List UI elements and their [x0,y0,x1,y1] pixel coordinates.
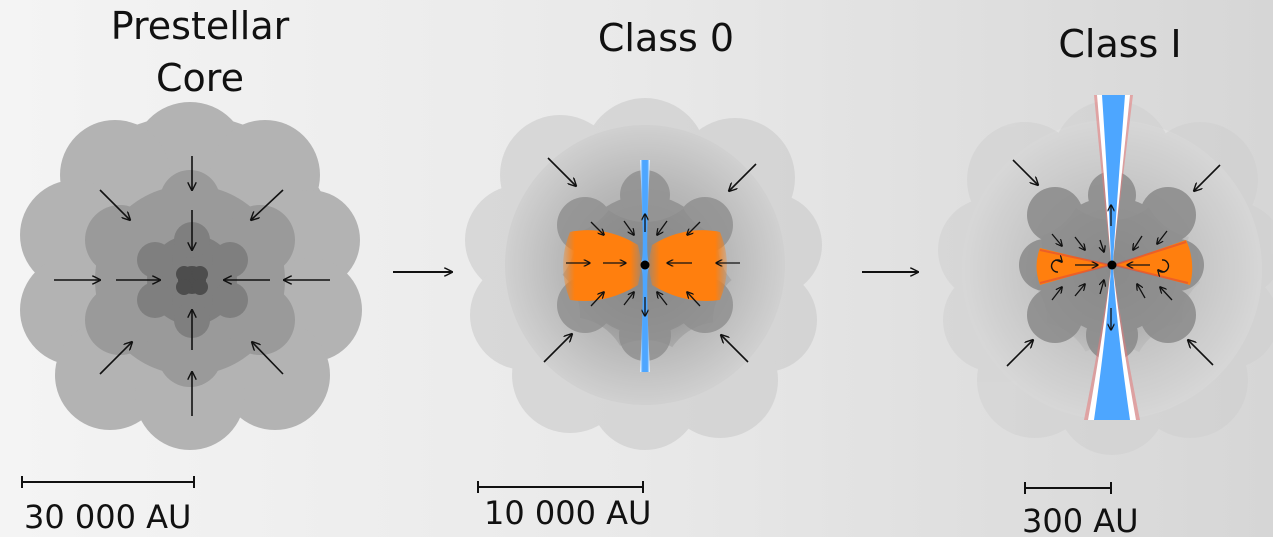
class0-infall-arrows [543,157,757,363]
scale-bar-prestellar [21,476,195,488]
prestellar-infall-arrows [54,156,330,416]
scale-label-class1: 300 AU [1022,502,1139,537]
class0-jet [640,160,650,372]
class0-outflow-cavity [563,230,727,301]
scale-label-class0: 10 000 AU [484,494,652,532]
title-class-0: Class 0 [597,16,735,60]
prestellar-dense-core [176,266,208,295]
scale-bar-class1 [1024,482,1112,494]
class1-protostar [1107,260,1117,270]
title-prestellar-line1: Prestellar [110,4,290,48]
scale-label-prestellar: 30 000 AU [24,498,192,536]
scale-bar-class0 [477,481,644,493]
title-prestellar-line2: Core [156,56,244,100]
class1-infall-arrows [1006,159,1221,367]
class1-disk-rotation-arrows [1050,260,1170,272]
class0-envelope [465,98,822,450]
class0-protostar [640,260,650,270]
class0-inner-arrows [566,214,740,316]
class1-inner-arrows [1051,205,1173,330]
title-class-1: Class I [1058,22,1182,66]
prestellar-core-cloud [20,102,362,450]
title-prestellar-core: Prestellar Core [100,0,300,104]
class1-jet [1084,95,1140,420]
